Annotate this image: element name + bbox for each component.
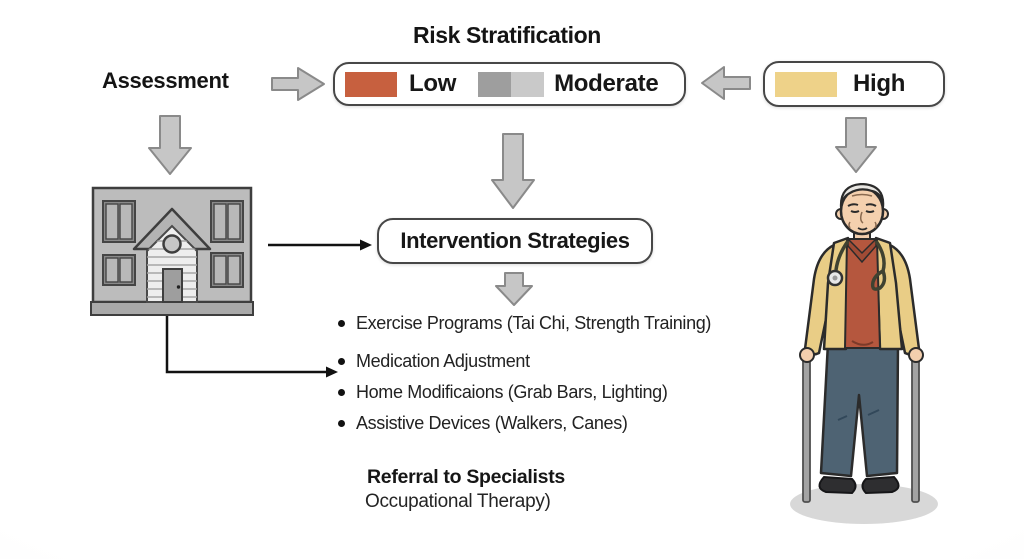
assessment-label: Assessment	[102, 68, 229, 93]
moderate-risk-color-swatch	[478, 71, 545, 97]
risk-level-box-high: High	[763, 61, 945, 107]
hands	[799, 347, 924, 363]
intervention-item-medication: Medication Adjustment	[356, 351, 530, 371]
arrow-down-intervention-icon	[495, 272, 533, 306]
high-risk-label: High	[853, 70, 906, 97]
ground-shadow	[790, 484, 938, 524]
intervention-item-assistive-devices: Assistive Devices (Walkers, Canes)	[356, 413, 628, 433]
risk-level-box-low-moderate: Low Moderate	[333, 62, 686, 106]
house-illustration	[90, 186, 254, 316]
referral-note: Referral to Specialists Occupational The…	[365, 466, 667, 513]
intervention-list: Exercise Programs (Tai Chi, Strength Tra…	[338, 311, 738, 442]
stethoscope-icon	[834, 239, 887, 291]
list-item: Medication Adjustment	[338, 349, 738, 374]
arrow-down-high-icon	[835, 117, 877, 173]
cane-icon	[802, 352, 920, 503]
page-title: Risk Stratification	[413, 22, 601, 48]
arrow-house-to-list-icon	[165, 316, 338, 378]
list-item: Home Modificaions (Grab Bars, Lighting)	[338, 380, 738, 405]
bullet-icon	[338, 420, 345, 427]
moderate-swatch-light-half	[511, 71, 545, 97]
list-item: Exercise Programs (Tai Chi, Strength Tra…	[338, 311, 738, 336]
moderate-risk-label: Moderate	[554, 70, 659, 97]
intervention-strategies-label: Intervention Strategies	[400, 228, 630, 253]
arrow-left-icon	[701, 66, 751, 100]
high-risk-color-swatch	[775, 71, 837, 97]
bullet-icon	[338, 358, 345, 365]
arrow-down-assessment-icon	[148, 115, 192, 175]
referral-title: Referral to Specialists	[367, 466, 565, 488]
white-hair	[839, 183, 885, 208]
list-item: Assistive Devices (Walkers, Canes)	[338, 411, 738, 436]
low-risk-color-swatch	[345, 71, 397, 97]
intervention-strategies-box: Intervention Strategies	[377, 218, 653, 264]
elderly-man-illustration	[790, 183, 938, 524]
bullet-icon	[338, 389, 345, 396]
arrow-house-to-intervention-icon	[268, 239, 372, 251]
bullet-icon	[338, 320, 345, 327]
arrow-down-risk-to-intervention-icon	[491, 133, 535, 209]
door-icon	[162, 268, 183, 303]
round-window-icon	[162, 234, 182, 254]
arrow-right-icon	[271, 67, 325, 101]
shoes	[818, 475, 900, 495]
moderate-swatch-dark-half	[478, 71, 512, 97]
low-risk-label: Low	[409, 70, 457, 97]
intervention-item-home-modifications: Home Modificaions (Grab Bars, Lighting)	[356, 382, 668, 402]
intervention-item-exercise: Exercise Programs (Tai Chi, Strength Tra…	[356, 313, 712, 333]
referral-subtitle: Occupational Therapy)	[365, 491, 551, 512]
